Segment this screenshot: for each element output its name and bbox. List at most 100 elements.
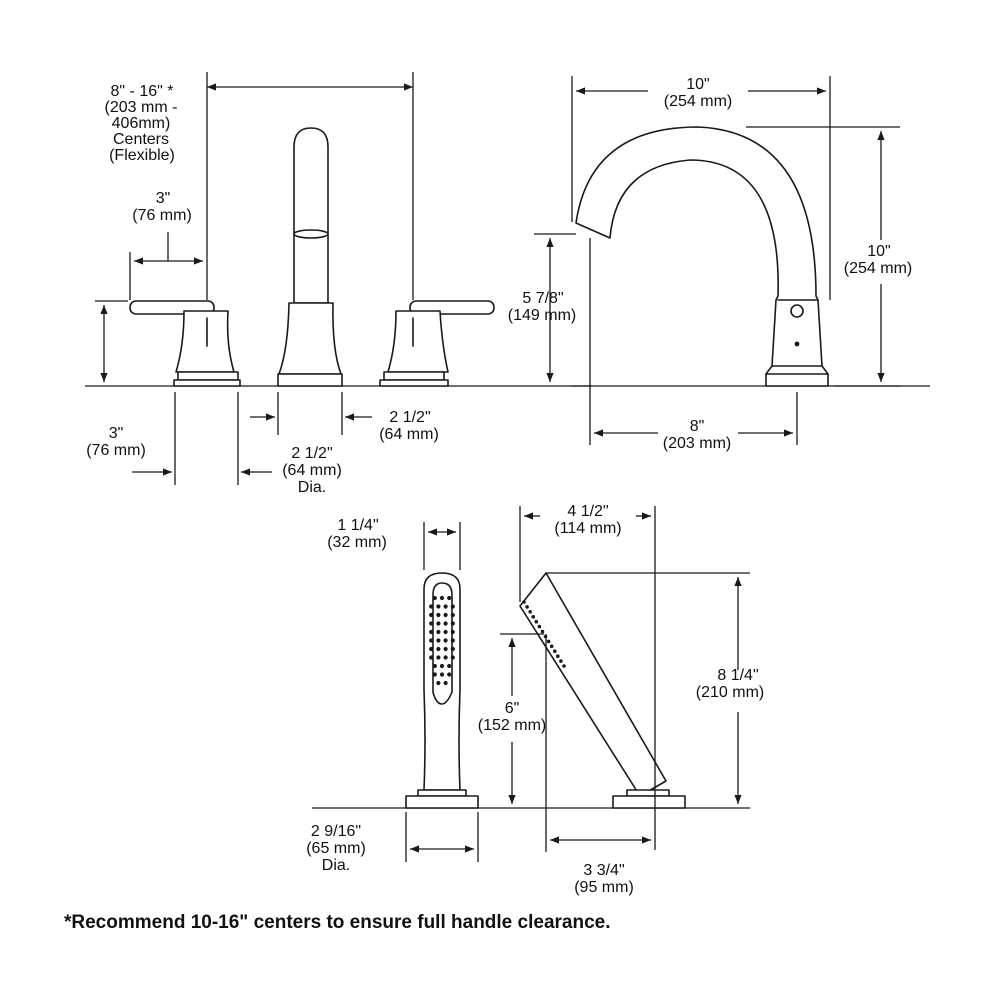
label-spout-reach-2: (254 mm) [664,93,732,110]
label-handshower-offset-2: (95 mm) [574,879,634,896]
handshower-views: 1 1/4" (32 mm) 2 9/16" (65 mm) Dia. 4 1/… [306,503,764,896]
nozzle-dot [447,595,452,601]
nozzle-dot [436,612,441,618]
side-nozzle-dot [540,629,545,634]
label-escutcheon-3: Dia. [298,479,326,496]
nozzle-dot [432,663,437,669]
dim-handshower-base: 2 9/16" (65 mm) Dia. [306,812,479,874]
side-nozzle-dot [546,639,551,644]
label-handshower-width-2: (32 mm) [327,534,387,551]
nozzle-dot [450,604,455,609]
label-handshower-base-1: 2 9/16" [311,823,361,840]
nozzle-dot [429,621,434,626]
dim-handshower-reach: 4 1/2" (114 mm) [519,503,656,850]
nozzle-dot [450,621,455,626]
label-centers-5: (Flexible) [109,147,175,164]
dim-handle-height: 3" (76 mm) [86,300,176,485]
nozzle-dot [429,629,434,635]
label-spout-reach-1: 10" [686,76,709,93]
label-base-to-outlet-1: 8" [690,418,705,435]
side-nozzle-dot [559,659,563,663]
label-centers-2: (203 mm - [105,99,178,116]
label-handshower-face-2: (152 mm) [478,717,546,734]
label-centers-4: Centers [113,131,169,148]
dim-outlet-height: 5 7/8" (149 mm) [508,233,576,382]
nozzle-dot [443,646,448,652]
nozzle-dot [436,621,441,626]
side-nozzle-dot [525,605,529,609]
spray-nozzles [429,595,455,686]
side-nozzle-dot [522,600,526,604]
nozzle-dot [429,604,434,609]
label-handle-height-1: 3" [109,425,124,442]
nozzle-dot [450,646,455,652]
label-handshower-face-1: 6" [505,700,520,717]
label-handle-reach-1: 3" [156,190,171,207]
label-spout-base-2: (64 mm) [379,426,439,443]
label-outlet-height-1: 5 7/8" [522,290,563,307]
nozzle-dot [436,604,441,609]
label-spout-height-2: (254 mm) [844,260,912,277]
dim-spout-base: 2 1/2" (64 mm) [250,392,439,443]
nozzle-dot [443,638,448,643]
left-handle [129,300,241,387]
label-escutcheon-1: 2 1/2" [291,445,332,462]
label-base-to-outlet-2: (203 mm) [663,435,731,452]
side-view: 10" (254 mm) 10" (254 mm) 5 7/8" (149 mm… [508,76,930,452]
right-handle [379,300,495,387]
nozzle-dot [443,655,448,660]
nozzle-dot [432,595,437,601]
nozzle-dot [443,612,448,618]
label-spout-height-1: 10" [867,243,890,260]
nozzle-dot [436,638,441,643]
nozzle-dot [447,663,452,669]
nozzle-dot [432,672,437,677]
dim-handshower-width: 1 1/4" (32 mm) [327,517,461,570]
nozzle-dot [447,672,452,677]
label-spout-base-1: 2 1/2" [389,409,430,426]
nozzle-dot [429,612,434,618]
nozzle-dot [436,680,441,686]
dim-base-to-outlet: 8" (203 mm) [589,238,798,452]
label-handle-height-2: (76 mm) [86,442,146,459]
front-view: 8" - 16" * (203 mm - 406mm) Centers (Fle… [85,72,592,496]
side-nozzle-dot [534,619,539,624]
dim-spout-reach: 10" (254 mm) [571,76,831,300]
nozzle-dot [436,655,441,660]
nozzle-dot [443,604,448,609]
label-handshower-height-2: (210 mm) [696,684,764,701]
label-handshower-reach-2: (114 mm) [554,520,621,537]
label-handshower-offset-1: 3 3/4" [583,862,624,879]
nozzle-dot [436,629,441,635]
nozzle-dot [439,672,445,677]
label-centers-3: 406mm) [112,115,171,132]
nozzle-dot [436,646,441,652]
nozzle-dot [439,663,445,669]
label-handshower-reach-1: 4 1/2" [567,503,608,520]
side-nozzle-dot [549,644,554,649]
label-handshower-width-1: 1 1/4" [337,517,378,534]
handshower-side [519,572,686,809]
label-handshower-base-2: (65 mm) [306,840,366,857]
nozzle-dot [450,655,455,660]
label-handle-reach-2: (76 mm) [132,207,192,224]
nozzle-dot [429,646,434,652]
nozzle-dot [450,612,455,618]
label-handshower-base-3: Dia. [322,857,350,874]
dim-centers: 8" - 16" * (203 mm - 406mm) Centers (Fle… [105,72,414,300]
label-outlet-height-2: (149 mm) [508,307,576,324]
dim-escutcheon: 2 1/2" (64 mm) Dia. [237,392,342,496]
dim-spout-height: 10" (254 mm) [746,126,912,387]
label-handshower-height-1: 8 1/4" [717,667,758,684]
nozzle-dot [443,680,448,686]
nozzle-dot [450,638,455,643]
handshower-front [405,572,479,809]
side-nozzle-dot [528,610,532,614]
dim-handshower-offset: 3 3/4" (95 mm) [545,634,651,896]
side-nozzle-dot [537,624,542,629]
dim-handle-reach: 3" (76 mm) [129,190,203,300]
dim-handshower-height: 8 1/4" (210 mm) [546,572,764,804]
label-escutcheon-2: (64 mm) [282,462,342,479]
footnote: *Recommend 10-16" centers to ensure full… [64,912,611,933]
